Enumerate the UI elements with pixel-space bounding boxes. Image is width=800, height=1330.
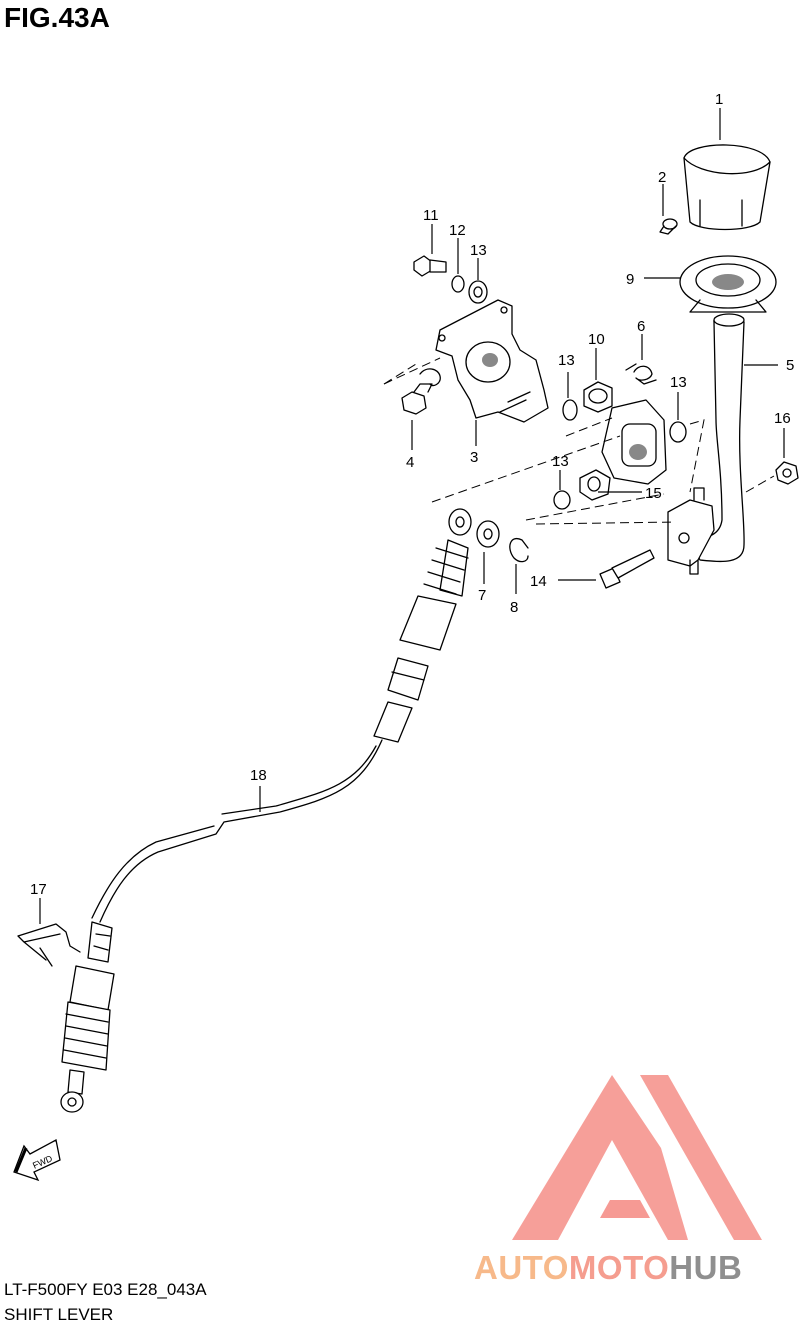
knob-screw: [659, 184, 678, 235]
bracket-washer-12: [451, 238, 465, 293]
forward-arrow-icon: FWD: [13, 1139, 61, 1182]
callout-12: 12: [449, 222, 466, 239]
bracket-bolt: [413, 224, 447, 277]
automotohub-logo: AUTOMOTOHUB: [474, 1249, 742, 1287]
callout-4: 4: [406, 454, 414, 471]
callout-7: 7: [478, 587, 486, 604]
shift-lever-rod: [689, 313, 778, 563]
washer-13-d: [553, 470, 571, 510]
callout-5: 5: [786, 357, 794, 374]
callout-2: 2: [658, 169, 666, 186]
callout-14: 14: [530, 573, 547, 590]
section-name: SHIFT LEVER: [4, 1305, 114, 1324]
callout-8: 8: [510, 599, 518, 616]
callout-13-lower: 13: [552, 453, 569, 470]
lever-nut: [745, 428, 799, 493]
logo-moto: MOTO: [568, 1249, 670, 1286]
washer-7: [476, 520, 500, 584]
bracket-washer-13-a: [468, 258, 488, 304]
pivot-bolt: [558, 549, 655, 589]
bushing-15: [579, 469, 642, 501]
callout-18: 18: [250, 767, 267, 784]
callout-11: 11: [423, 207, 439, 224]
model-code: LT-F500FY E03 E28_043A: [4, 1280, 207, 1299]
automotohub-logo-mark: [512, 1075, 762, 1240]
shift-arm: [565, 399, 667, 485]
callout-6: 6: [637, 318, 645, 335]
bracket-bolt-4: [383, 363, 441, 450]
logo-hub: HUB: [669, 1249, 743, 1286]
shift-knob: [683, 108, 771, 231]
pivot-collar: [583, 348, 613, 413]
callout-1: 1: [715, 91, 723, 108]
cable-clip-17: [17, 898, 81, 967]
callout-15: 15: [645, 485, 662, 502]
callout-3: 3: [470, 449, 478, 466]
logo-auto: AUTO: [474, 1249, 569, 1286]
mounting-bracket: [435, 299, 549, 446]
callout-13-top: 13: [470, 242, 487, 259]
callout-13-mid-right: 13: [670, 374, 687, 391]
callout-17: 17: [30, 881, 47, 898]
spring-6: [625, 334, 657, 385]
callout-16: 16: [774, 410, 791, 427]
washer-13-c: [669, 392, 687, 443]
figure-title: FIG.43A: [4, 2, 110, 33]
callout-10: 10: [588, 331, 605, 348]
shift-cable: [60, 508, 472, 1113]
clip-8: [509, 537, 529, 594]
callout-13-mid-left: 13: [558, 352, 575, 369]
shift-boot: [644, 255, 777, 313]
callout-9: 9: [626, 271, 634, 288]
lever-bracket: [667, 487, 715, 575]
pivot-washer-13-b: [562, 372, 578, 421]
